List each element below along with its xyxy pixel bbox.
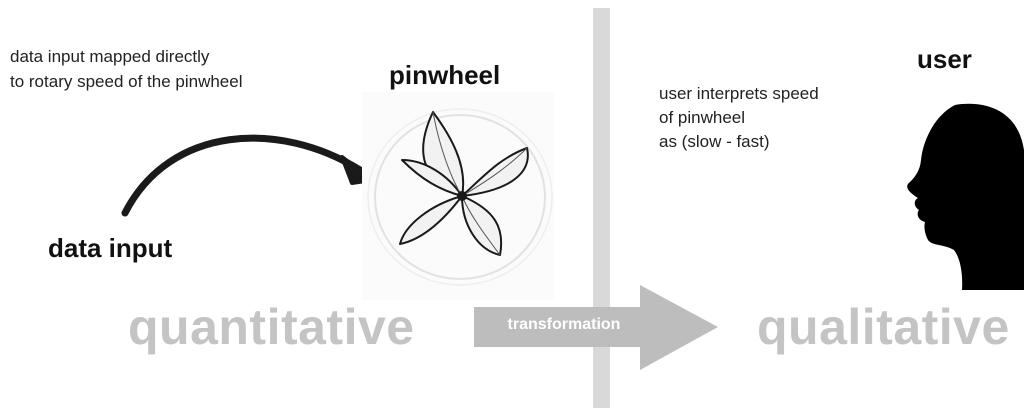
- user-title: user: [917, 44, 972, 74]
- right-note-line-2: of pinwheel: [659, 108, 746, 127]
- data-input-label: data input: [48, 233, 173, 263]
- right-note-line-3: as (slow - fast): [659, 132, 770, 151]
- transformation-label: transformation: [507, 316, 621, 333]
- right-note: user interprets speed of pinwheel as (sl…: [659, 82, 819, 154]
- pinwheel-title: pinwheel: [389, 60, 501, 90]
- transformation-arrow-icon: [474, 285, 718, 370]
- qualitative-label: qualitative: [757, 299, 1010, 355]
- quantitative-label: quantitative: [128, 299, 415, 355]
- right-note-line-1: user interprets speed: [659, 84, 819, 103]
- left-note-line-1: data input mapped directly: [10, 47, 210, 66]
- left-note: data input mapped directly to rotary spe…: [10, 44, 242, 94]
- head-silhouette-icon: [907, 103, 1024, 290]
- left-note-line-2: to rotary speed of the pinwheel: [10, 72, 243, 91]
- curved-arrow-icon: [121, 134, 374, 217]
- pinwheel-sketch-icon: [362, 92, 554, 300]
